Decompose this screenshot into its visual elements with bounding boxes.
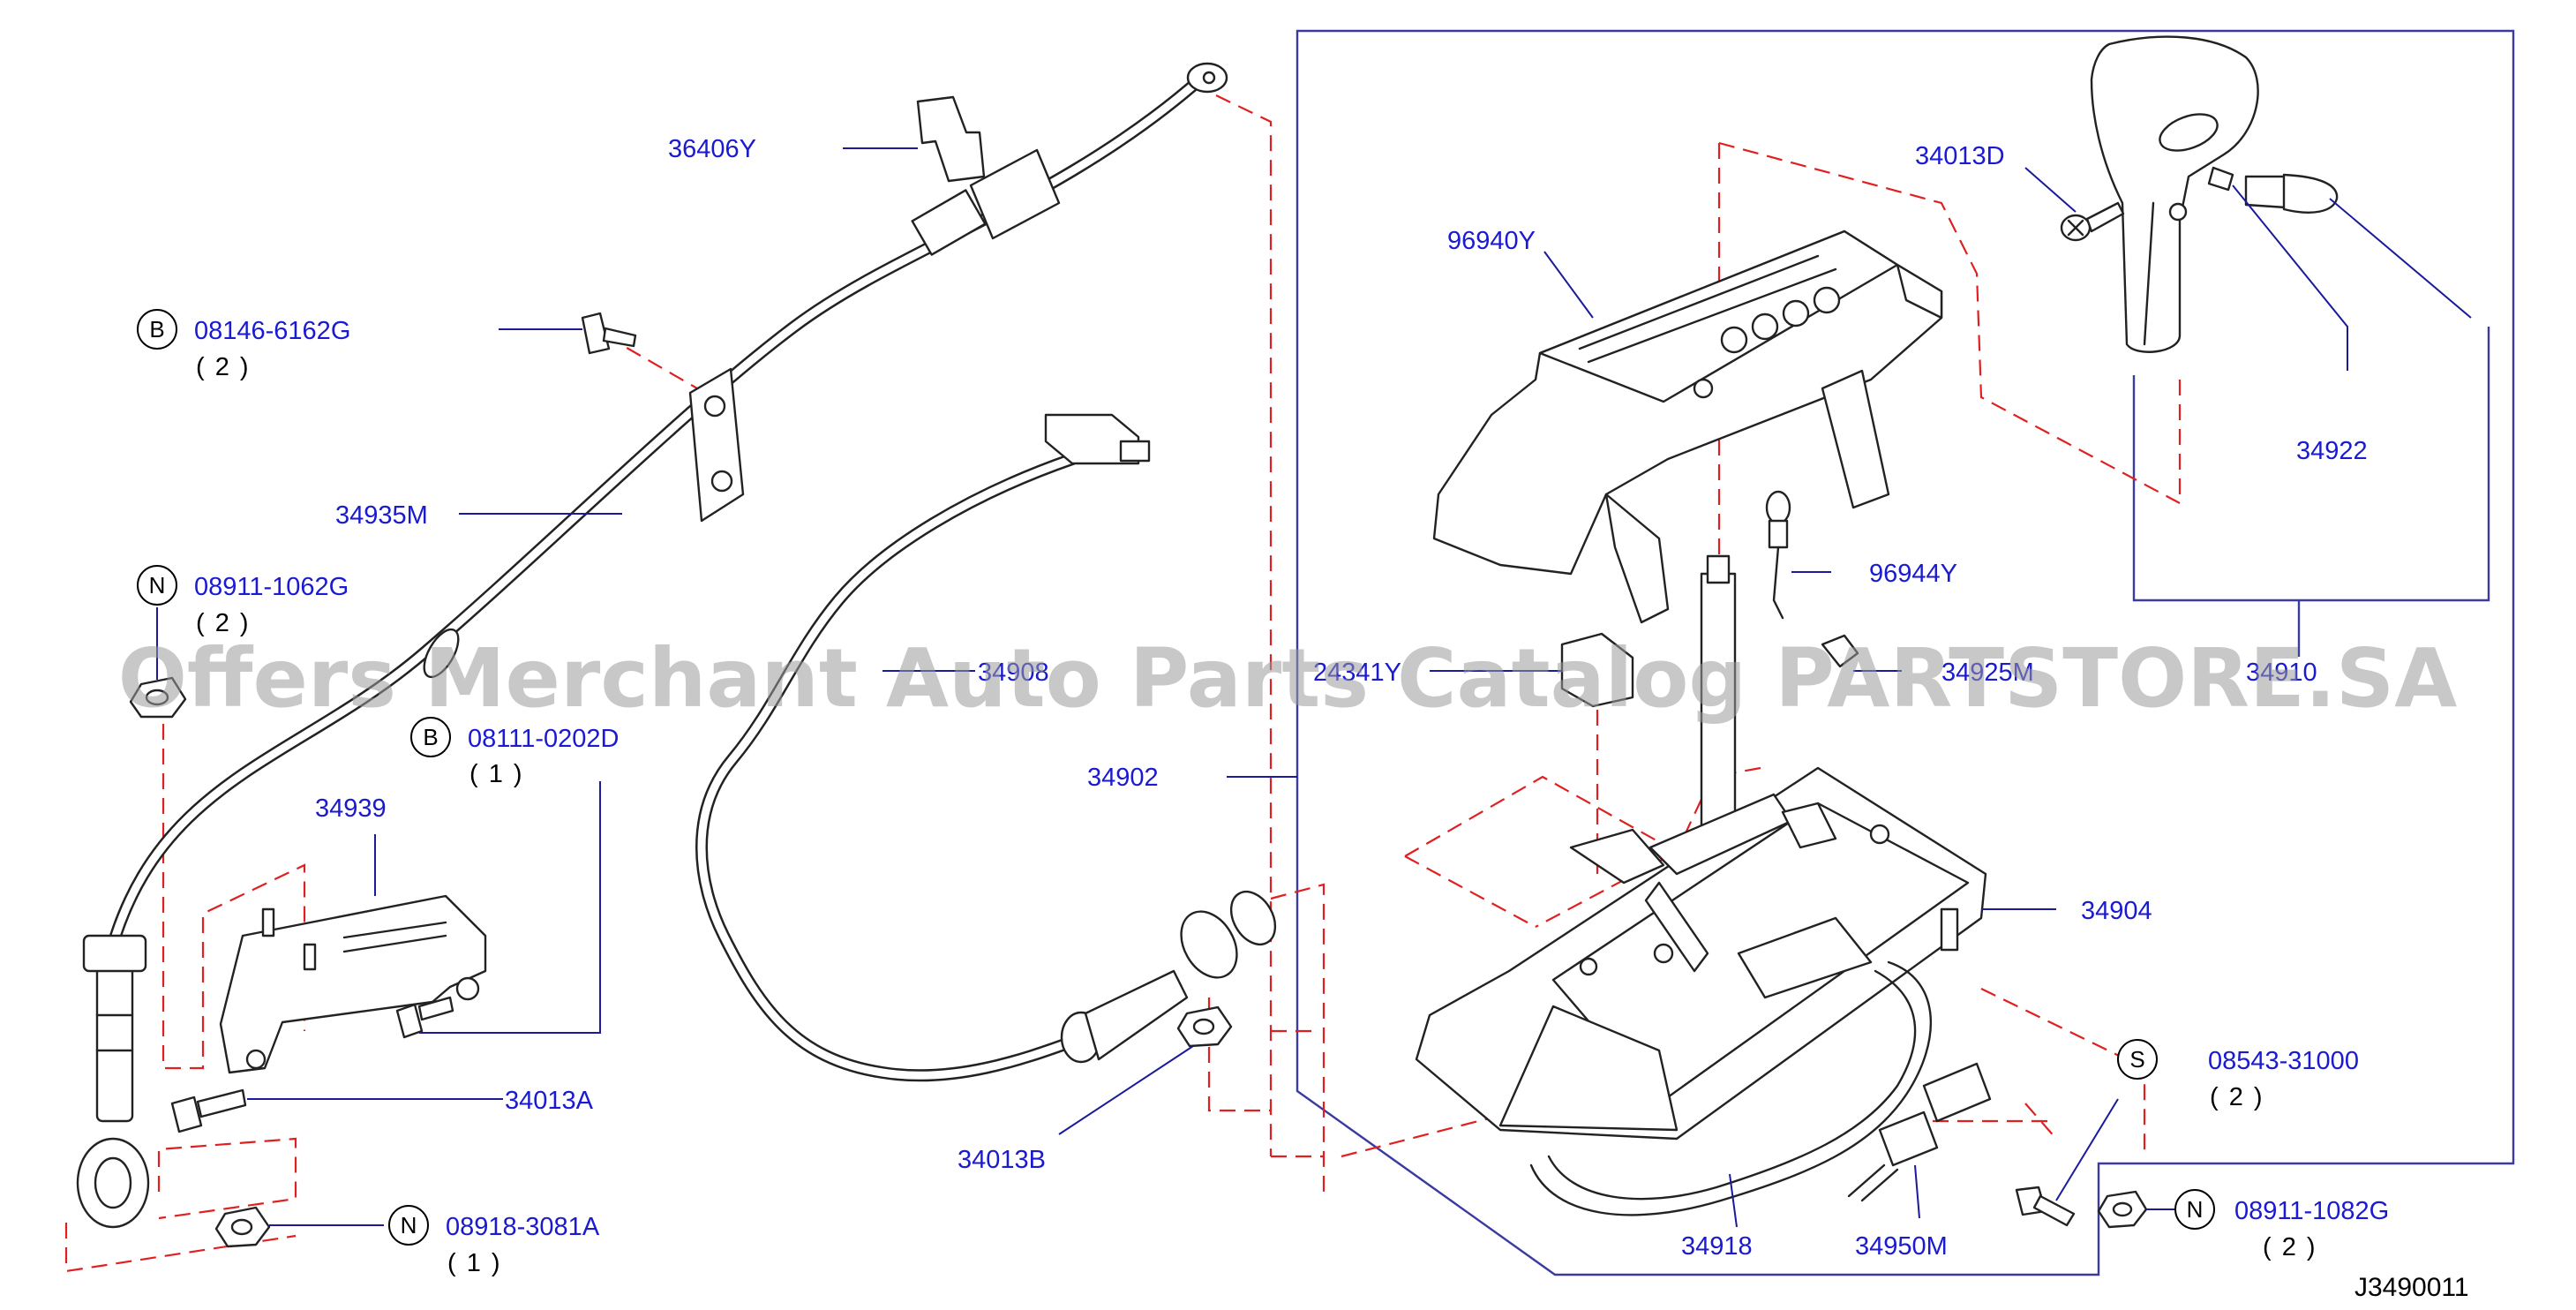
nut-08911-1062G bbox=[129, 676, 187, 719]
label-34910[interactable]: 34910 bbox=[2246, 659, 2317, 687]
watermark: Offers Merchant Auto Parts Catalog PARTS… bbox=[118, 631, 2458, 726]
qty-08911-1062G: ( 2 ) bbox=[196, 609, 251, 637]
shifter-housing-34904 bbox=[1415, 554, 2056, 1141]
symbol-n3: N bbox=[2174, 1189, 2215, 1230]
label-34922[interactable]: 34922 bbox=[2296, 437, 2368, 465]
qty-08111-0202D: ( 1 ) bbox=[469, 760, 524, 788]
symbol-b1: B bbox=[137, 309, 177, 350]
label-34013A[interactable]: 34013A bbox=[505, 1087, 594, 1115]
cover-34918 bbox=[1529, 960, 1933, 1228]
qty-08918-3081A: ( 1 ) bbox=[447, 1249, 502, 1277]
svg-text:S: S bbox=[2129, 1046, 2144, 1073]
label-36406Y[interactable]: 36406Y bbox=[668, 135, 756, 163]
symbol-s1: S bbox=[2117, 1039, 2158, 1080]
clip-34925M bbox=[1821, 634, 1902, 672]
bracket-34939 bbox=[219, 834, 487, 1074]
svg-text:N: N bbox=[2187, 1196, 2204, 1223]
diagram-code: J3490011 bbox=[2354, 1273, 2469, 1302]
svg-text:B: B bbox=[423, 724, 438, 750]
symbol-b2: B bbox=[410, 717, 451, 757]
label-34908[interactable]: 34908 bbox=[978, 659, 1049, 687]
svg-text:N: N bbox=[401, 1212, 417, 1238]
connector-24341Y bbox=[1430, 632, 1634, 708]
label-34904[interactable]: 34904 bbox=[2081, 897, 2152, 925]
selector-cable-34908 bbox=[695, 413, 1277, 1082]
label-34935M[interactable]: 34935M bbox=[335, 501, 428, 530]
label-08911-1082G[interactable]: 08911-1082G bbox=[2234, 1197, 2389, 1225]
screw-34013D bbox=[2024, 167, 2125, 242]
dashed-assembly-lines bbox=[64, 94, 2182, 1273]
label-96944Y[interactable]: 96944Y bbox=[1869, 560, 1957, 588]
knob-34910 bbox=[2090, 35, 2259, 353]
nut-34013B bbox=[1058, 1005, 1233, 1135]
svg-text:N: N bbox=[149, 572, 166, 599]
label-08543-31000[interactable]: 08543-31000 bbox=[2208, 1047, 2359, 1075]
control-cable-34935M bbox=[76, 62, 1228, 1229]
label-34013B[interactable]: 34013B bbox=[958, 1146, 1046, 1174]
label-34918[interactable]: 34918 bbox=[1681, 1232, 1753, 1261]
switch-34950M bbox=[1847, 1062, 1992, 1219]
label-08111-0202D[interactable]: 08111-0202D bbox=[468, 725, 619, 753]
qty-08543-31000: ( 2 ) bbox=[2210, 1083, 2264, 1111]
nut-08911-1082G bbox=[2097, 1190, 2175, 1229]
assembly-frame bbox=[1296, 29, 2515, 1276]
bulb-96944Y bbox=[1765, 490, 1831, 620]
qty-08911-1082G: ( 2 ) bbox=[2263, 1233, 2317, 1261]
bolt-08146-6162G bbox=[499, 312, 637, 355]
cable-bracket-plate bbox=[688, 367, 745, 523]
label-96940Y[interactable]: 96940Y bbox=[1447, 227, 1536, 255]
label-08918-3081A[interactable]: 08918-3081A bbox=[446, 1213, 600, 1241]
button-34922 bbox=[2207, 166, 2472, 371]
indicator-96940Y bbox=[1432, 230, 1943, 624]
svg-text:B: B bbox=[149, 316, 164, 343]
label-08146-6162G[interactable]: 08146-6162G bbox=[194, 317, 350, 345]
bolt-08543-31000 bbox=[2015, 1098, 2119, 1227]
label-34925M[interactable]: 34925M bbox=[1941, 659, 2034, 687]
label-34950M[interactable]: 34950M bbox=[1855, 1232, 1948, 1261]
bolt-08111-0202D bbox=[395, 781, 601, 1039]
qty-08146-6162G: ( 2 ) bbox=[196, 353, 251, 381]
label-24341Y[interactable]: 24341Y bbox=[1313, 659, 1401, 687]
symbol-n2: N bbox=[388, 1205, 429, 1246]
leader-34910-bracket bbox=[2132, 327, 2490, 602]
part-labels: 36406Y 08146-6162G ( 2 ) 34935M 08911-10… bbox=[194, 135, 2389, 1277]
label-34013D[interactable]: 34013D bbox=[1915, 142, 2005, 170]
label-08911-1062G[interactable]: 08911-1062G bbox=[194, 573, 349, 601]
symbol-n1: N bbox=[137, 565, 177, 606]
label-34939[interactable]: 34939 bbox=[315, 794, 387, 823]
clip-36406Y bbox=[843, 95, 986, 183]
label-34902[interactable]: 34902 bbox=[1087, 764, 1159, 792]
bolt-34013A bbox=[170, 1088, 503, 1133]
nut-08918-3081A bbox=[214, 1206, 384, 1248]
